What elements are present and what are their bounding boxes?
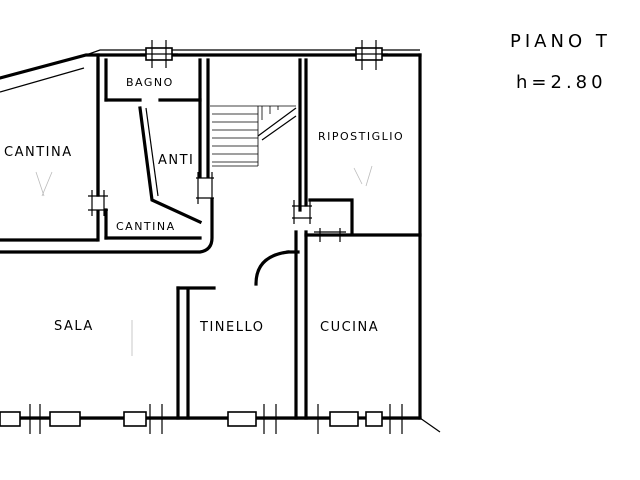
room-label-sala: SALA: [54, 319, 94, 334]
room-label-anti: ANTI: [158, 153, 194, 168]
floor-title: PIANO T: [510, 31, 611, 52]
ceiling-height: h=2.80: [516, 72, 607, 93]
room-label-cantina-small: CANTINA: [116, 220, 176, 233]
interior-walls: [96, 58, 422, 420]
room-label-bagno: BAGNO: [126, 76, 174, 89]
room-label-cucina: CUCINA: [320, 320, 379, 335]
room-label-cantina: CANTINA: [4, 145, 73, 160]
windows: [0, 40, 420, 434]
room-label-ripostiglio: RIPOSTIGLIO: [318, 130, 404, 143]
exterior-walls: [0, 49, 441, 433]
room-label-tinello: TINELLO: [199, 320, 264, 335]
faint-marks: [35, 165, 373, 356]
